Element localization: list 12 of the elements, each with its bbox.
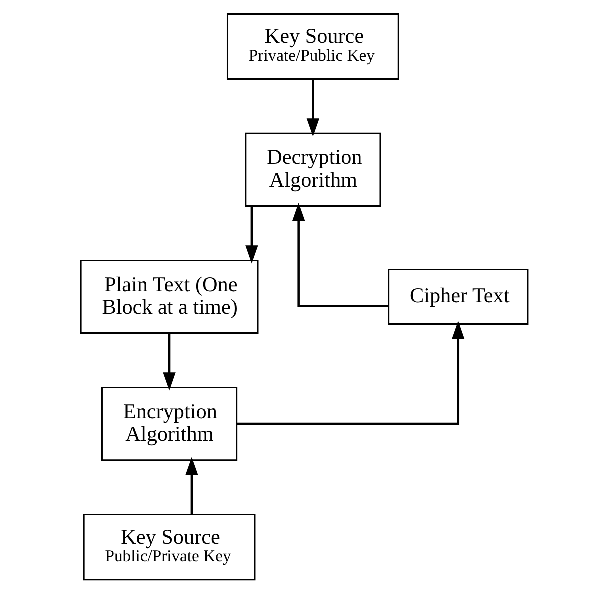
- node-box: Key Source Public/Private Key: [82, 514, 256, 581]
- node-box: Key Source Private/Public Key: [226, 13, 399, 80]
- arrow: [185, 457, 198, 514]
- node-box: Decryption Algorithm: [244, 132, 381, 208]
- node-box: Plain Text (One Block at a time): [80, 260, 258, 334]
- node-box: Cipher Text: [388, 269, 528, 325]
- node-box: Encryption Algorithm: [100, 386, 238, 462]
- arrow: [306, 80, 320, 137]
- arrow: [245, 206, 258, 264]
- arrow: [162, 334, 176, 391]
- arrow: [236, 321, 464, 426]
- arrow: [292, 203, 388, 308]
